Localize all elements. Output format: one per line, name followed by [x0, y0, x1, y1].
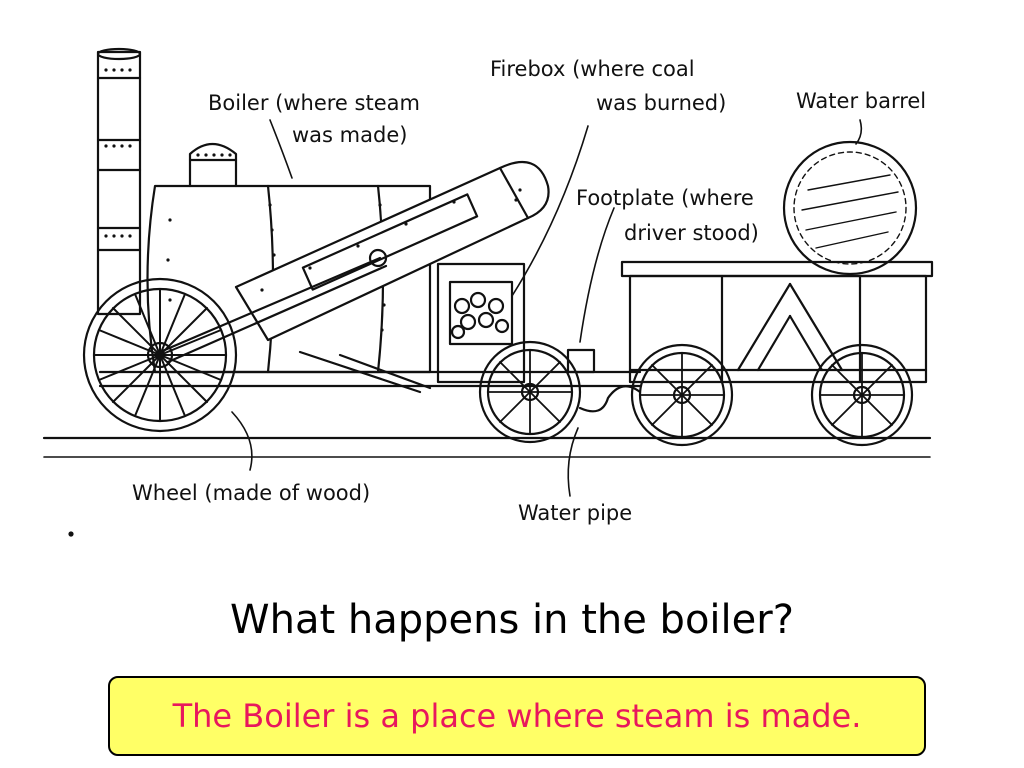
firebox	[436, 262, 526, 384]
label-water-pipe: Water pipe	[518, 501, 632, 525]
water-pipe	[578, 385, 642, 413]
water-barrel	[782, 140, 918, 276]
tender-wagon	[620, 260, 934, 384]
leader-lines	[231, 119, 863, 497]
answer-text: The Boiler is a place where steam is mad…	[172, 697, 862, 735]
small-wheel-locomotive	[478, 340, 582, 444]
question-heading: What happens in the boiler?	[230, 597, 794, 643]
label-footplate-line2: driver stood)	[624, 221, 759, 245]
stray-dot	[68, 531, 74, 537]
cylinder-assembly	[158, 160, 550, 364]
label-footplate-line1: Footplate (where	[576, 186, 754, 210]
label-wheel: Wheel (made of wood)	[132, 481, 370, 505]
locomotive-diagram: Boiler (where steam was made) Firebox (w…	[42, 47, 934, 537]
small-wheel-tender-front	[630, 343, 734, 447]
steam-dome	[188, 142, 238, 188]
label-firebox-line1: Firebox (where coal	[490, 57, 695, 81]
large-wheel	[82, 277, 238, 433]
label-firebox-line2: was burned)	[596, 91, 726, 115]
chimney	[96, 47, 142, 316]
label-boiler-line1: Boiler (where steam	[208, 91, 420, 115]
label-boiler-line2: was made)	[292, 123, 407, 147]
small-wheel-tender-rear	[810, 343, 914, 447]
track-rails	[42, 436, 932, 458]
label-water-barrel: Water barrel	[796, 89, 926, 113]
answer-box: The Boiler is a place where steam is mad…	[108, 676, 926, 756]
